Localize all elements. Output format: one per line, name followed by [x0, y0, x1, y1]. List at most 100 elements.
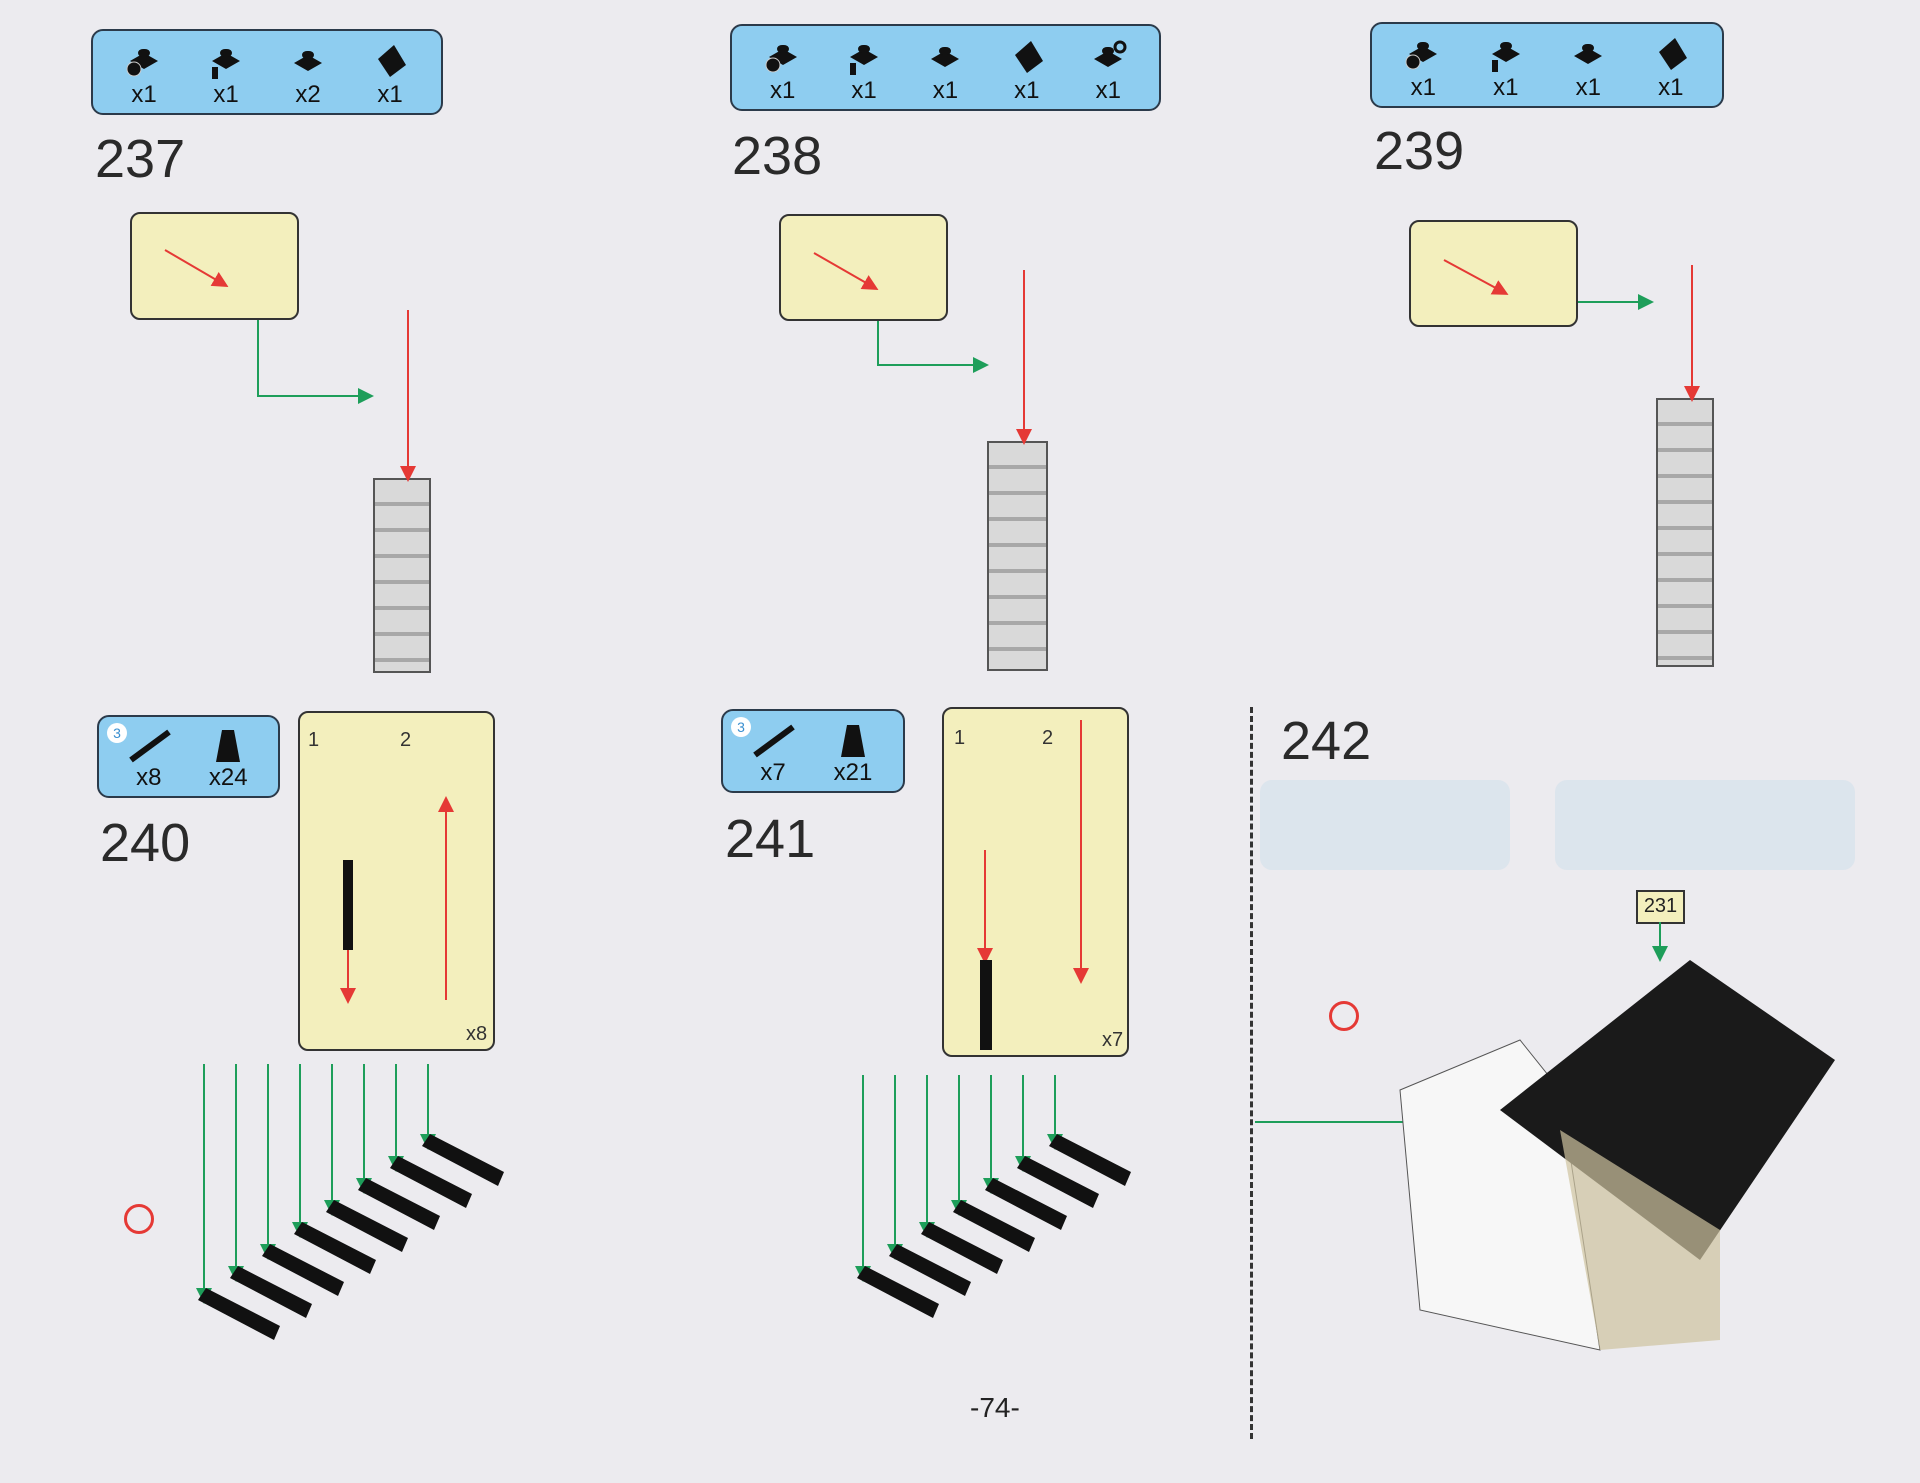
subassembly-callout-238	[779, 214, 948, 321]
part-quantity: x1	[1493, 74, 1519, 101]
part-item: x1	[204, 39, 248, 107]
bar-with-cones	[358, 1178, 440, 1230]
bar-with-cones	[953, 1200, 1035, 1252]
part-item: x1	[761, 35, 805, 103]
pillar-assembly-239	[1656, 398, 1714, 667]
subassembly-callout-239	[1409, 220, 1578, 327]
bar-with-cones	[294, 1222, 376, 1274]
substep-2-label: 2	[400, 729, 412, 751]
plate-with-clip-icon	[1405, 42, 1438, 70]
slope-brick-icon	[378, 45, 406, 77]
parts-list-239: x1 x1 x1 x1	[1370, 22, 1724, 108]
reference-tag: 231	[1636, 890, 1685, 924]
part-item: x8	[127, 722, 171, 790]
bar-with-cones	[230, 1266, 312, 1318]
part-quantity: x1	[851, 77, 877, 104]
bar-length-badge: 3	[107, 723, 127, 743]
part-quantity: x1	[1410, 74, 1436, 101]
part-quantity: x1	[770, 77, 796, 104]
part-item: x21	[831, 717, 875, 785]
part-quantity: x1	[1575, 74, 1601, 101]
part-quantity: x24	[208, 764, 248, 791]
substep-1-label: 1	[308, 729, 320, 751]
part-item: x1	[122, 39, 166, 107]
part-item: x1	[1566, 32, 1610, 100]
part-quantity: x8	[136, 764, 162, 791]
part-quantity: x2	[295, 81, 321, 108]
step-number-239: 239	[1374, 121, 1465, 181]
pillar-assembly-238	[987, 441, 1048, 671]
plate-1x1-icon	[1574, 44, 1603, 64]
slope-brick-icon	[1014, 41, 1043, 73]
part-quantity: x7	[760, 759, 786, 786]
bar-with-cones	[985, 1178, 1067, 1230]
plate-with-hook-icon	[1094, 40, 1127, 67]
substep-1-label: 1	[954, 727, 966, 749]
part-item: x2	[286, 39, 330, 107]
repeat-count: x8	[466, 1023, 488, 1045]
part-item: x1	[368, 39, 412, 107]
rotate-icon	[124, 1204, 154, 1234]
cone-icon	[216, 730, 241, 762]
part-quantity: x1	[1658, 74, 1684, 101]
plate-with-clip-icon	[126, 49, 158, 77]
cone-icon	[841, 725, 865, 757]
plate-with-bar-icon	[212, 49, 240, 79]
part-item: x1	[1484, 32, 1528, 100]
part-item: x7	[751, 717, 795, 785]
part-quantity: x21	[833, 759, 873, 786]
part-item: x1	[923, 35, 967, 103]
parts-list-241: 3 x7 x21	[721, 709, 905, 793]
plate-with-bar-icon	[850, 45, 879, 75]
step-number-237: 237	[95, 129, 186, 189]
plate-with-clip-icon	[765, 45, 797, 73]
rotate-icon	[1329, 1001, 1359, 1031]
bar-with-cones	[326, 1200, 408, 1252]
parts-list-237: x1 x1 x2 x1	[91, 29, 443, 115]
pillar-assembly-237	[373, 478, 431, 673]
bar-with-cones	[390, 1156, 472, 1208]
part-quantity: x1	[1014, 77, 1040, 104]
bar-length-badge: 3	[731, 717, 751, 737]
part-item: x1	[1401, 32, 1445, 100]
parts-list-238: x1 x1 x1 x1 x1	[730, 24, 1161, 111]
part-quantity: x1	[932, 77, 959, 104]
step-number-240: 240	[100, 813, 191, 873]
step-divider	[1250, 707, 1253, 1439]
part-item: x1	[1086, 35, 1130, 103]
part-item: x24	[206, 722, 250, 790]
part-quantity: x1	[377, 81, 403, 108]
background-ghost	[1555, 780, 1855, 870]
subassembly-callout-241: 1 2 x7	[942, 707, 1129, 1057]
step-number-238: 238	[732, 126, 823, 186]
house-wall	[1399, 1039, 1601, 1351]
bar-with-cones	[889, 1244, 971, 1296]
subassembly-callout-237	[130, 212, 299, 320]
bar-with-cones	[262, 1244, 344, 1296]
bar-with-cones	[198, 1288, 280, 1340]
part-item: x1	[842, 35, 886, 103]
step-number-241: 241	[725, 809, 816, 869]
bar-icon	[753, 724, 795, 758]
substep-2-label: 2	[1042, 727, 1054, 749]
bar-icon	[128, 729, 171, 763]
background-ghost	[1260, 780, 1510, 870]
part-quantity: x1	[1095, 77, 1121, 104]
subassembly-callout-240: 1 2 x8	[298, 711, 495, 1051]
house-roof	[1500, 960, 1835, 1260]
bar-with-cones	[1017, 1156, 1099, 1208]
part-item: x1	[1005, 35, 1049, 103]
bar-with-cones	[1049, 1134, 1131, 1186]
step-number-242: 242	[1281, 711, 1372, 771]
plate-1x1-icon	[931, 47, 960, 67]
parts-list-240: 3 x8 x24	[97, 715, 280, 798]
part-item: x1	[1649, 32, 1693, 100]
page-number: -74-	[970, 1392, 1020, 1423]
house-floor	[1560, 1130, 1720, 1350]
repeat-count: x7	[1102, 1029, 1124, 1051]
bar-with-cones	[422, 1134, 504, 1186]
slope-brick-icon	[1658, 38, 1687, 70]
part-quantity: x1	[131, 81, 157, 108]
plate-with-bar-icon	[1491, 42, 1520, 72]
bar-with-cones	[857, 1266, 939, 1318]
